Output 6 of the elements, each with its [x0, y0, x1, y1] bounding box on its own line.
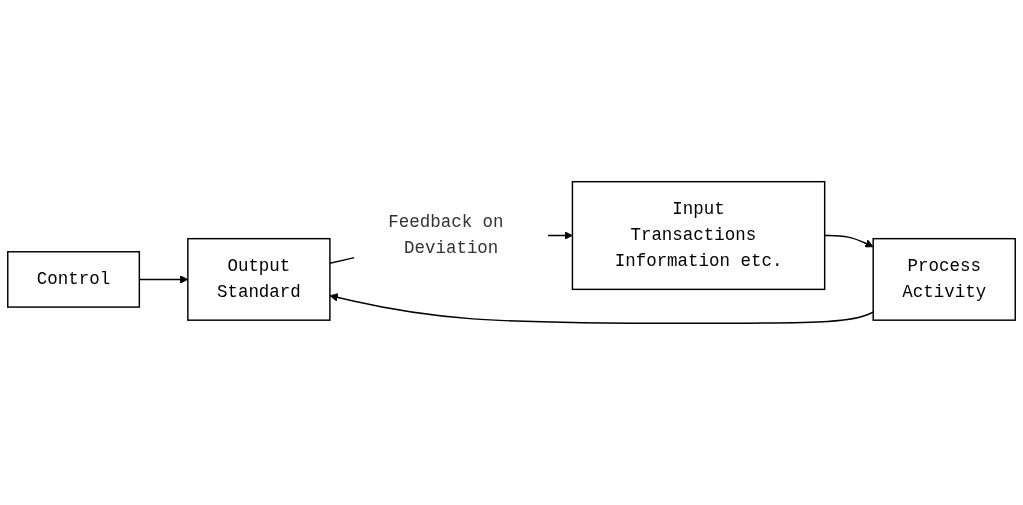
- node-box: Output Standard: [187, 237, 331, 321]
- node-box: Control: [7, 251, 141, 308]
- node-box: Input Transactions Information etc.: [571, 180, 826, 291]
- arrow: [329, 293, 874, 325]
- node-box: Process Activity: [872, 237, 1016, 321]
- edge-label: Feedback on Deviation: [388, 212, 504, 258]
